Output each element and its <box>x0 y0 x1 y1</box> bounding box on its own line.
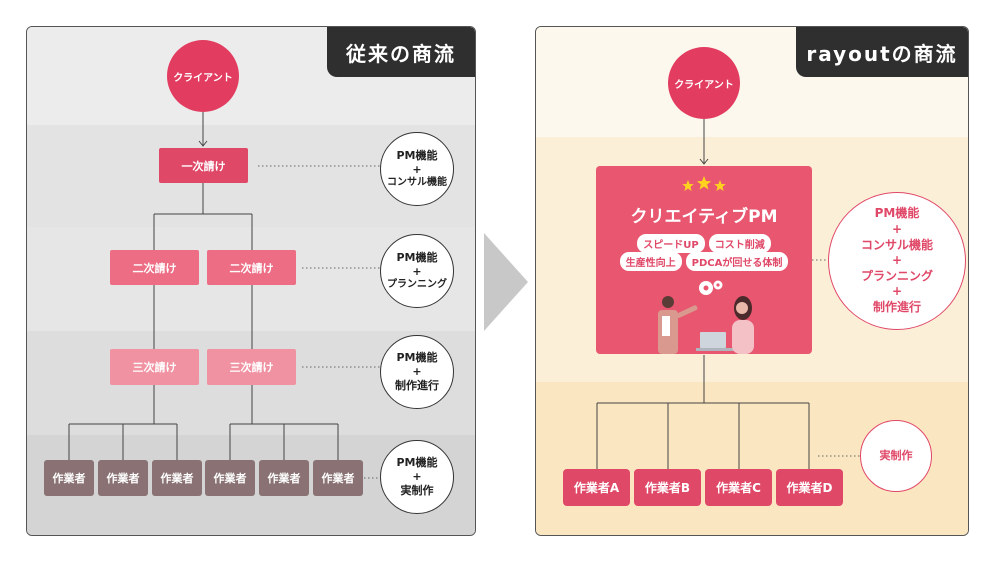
stars-icon <box>682 176 726 191</box>
chevron-right-icon <box>484 233 528 331</box>
rayout-flow-tag: rayoutの商流 <box>796 27 968 77</box>
note-line: PM機能 <box>396 149 438 162</box>
pm-functions-note: PM機能 + コンサル機能 + プランニング + 制作進行 <box>828 192 966 330</box>
note-plus: + <box>891 253 903 268</box>
worker-box: 作業者 <box>313 460 363 496</box>
first-contractor-box: 一次請け <box>159 148 248 183</box>
traditional-flow-tag: 従来の商流 <box>327 27 475 77</box>
benefit-chip: PDCAが回せる体制 <box>685 252 789 271</box>
role-note-circle: PM機能 + プランニング <box>380 234 454 308</box>
note-line: PM機能 <box>874 206 920 221</box>
client-circle-right: クライアント <box>668 47 740 119</box>
production-note: 実制作 <box>860 420 932 492</box>
worker-box: 作業者D <box>776 469 843 506</box>
worker-box: 作業者B <box>634 469 701 506</box>
worker-box: 作業者 <box>98 460 148 496</box>
creative-pm-title: クリエイティブPM <box>630 207 778 227</box>
note-line: PM機能 <box>396 351 438 365</box>
note-line: コンサル機能 <box>860 237 933 252</box>
benefit-chips-row: 生産性向上 PDCAが回せる体制 <box>596 252 812 271</box>
role-note-circle: PM機能 + 実制作 <box>380 440 454 514</box>
benefit-chips-row: スピードUP コスト削減 <box>596 234 812 253</box>
benefit-chip: コスト削減 <box>708 234 771 253</box>
worker-box: 作業者 <box>205 460 255 496</box>
note-line: 制作進行 <box>872 299 921 314</box>
second-contractor-box: 二次請け <box>110 250 199 285</box>
note-plus: + <box>412 470 422 484</box>
gear-icon <box>699 280 723 295</box>
note-plus: + <box>412 365 422 379</box>
benefit-chip: 生産性向上 <box>619 252 682 271</box>
worker-box: 作業者C <box>705 469 772 506</box>
worker-box: 作業者 <box>44 460 94 496</box>
worker-box: 作業者A <box>563 469 630 506</box>
team-illustration <box>658 280 754 354</box>
note-line: コンサル機能 <box>387 176 447 188</box>
note-plus: + <box>891 284 903 299</box>
role-note-circle: PM機能 + 制作進行 <box>380 335 454 409</box>
second-contractor-box: 二次請け <box>207 250 296 285</box>
note-line: 制作進行 <box>395 378 439 392</box>
worker-box: 作業者 <box>152 460 202 496</box>
third-contractor-box: 三次請け <box>110 349 199 385</box>
note-plus: + <box>412 162 422 176</box>
note-line: 実制作 <box>400 483 434 497</box>
client-circle-left: クライアント <box>167 40 239 112</box>
third-contractor-box: 三次請け <box>207 349 296 385</box>
benefit-chip: スピードUP <box>637 234 705 253</box>
note-line: プランニング <box>860 268 933 283</box>
note-line: プランニング <box>387 278 447 290</box>
note-line: PM機能 <box>396 456 438 470</box>
note-plus: + <box>891 222 903 237</box>
creative-pm-card: クリエイティブPM スピードUP コスト削減 生産性向上 PDCAが回せる体制 <box>596 166 812 354</box>
role-note-circle: PM機能 + コンサル機能 <box>380 132 454 206</box>
worker-box: 作業者 <box>259 460 309 496</box>
note-plus: + <box>412 264 422 278</box>
note-line: PM機能 <box>396 251 438 264</box>
